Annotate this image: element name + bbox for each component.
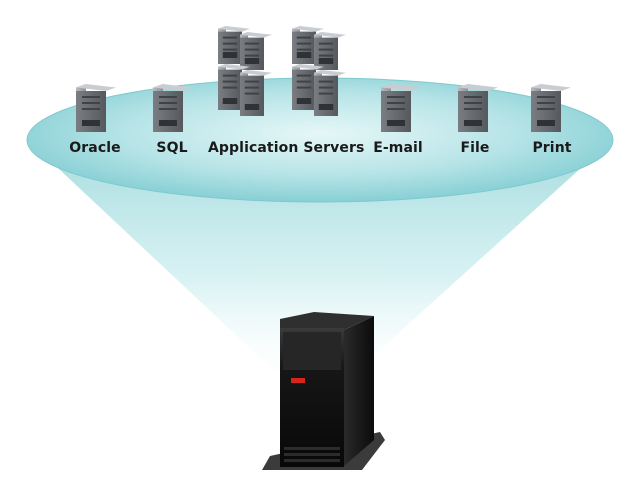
tower-server-icon-file <box>458 84 498 132</box>
tower-server-icon-sql <box>153 84 193 132</box>
mainframe-server-icon <box>280 312 374 467</box>
tower-server-icon-oracle <box>76 84 116 132</box>
tower-server-icon-print <box>531 84 571 132</box>
label-email: E-mail <box>373 140 423 156</box>
label-application-servers: Application Servers <box>208 140 365 156</box>
label-oracle: Oracle <box>69 140 121 156</box>
server-rack-cluster-icon-left-unit <box>218 26 250 65</box>
label-file: File <box>460 140 490 156</box>
server-rack-cluster-icon-right-unit <box>292 26 324 65</box>
server-rack-cluster-icon-left-unit <box>218 64 250 110</box>
mainframe-accent-light <box>291 378 305 383</box>
server-rack-cluster-icon-left-unit <box>240 32 272 70</box>
server-rack-cluster-icon-right-unit <box>292 64 324 110</box>
server-rack-cluster-icon-right-unit <box>314 70 346 116</box>
consolidation-beam <box>28 140 612 395</box>
label-sql: SQL <box>156 140 188 156</box>
server-rack-cluster-icon-right-unit <box>314 32 346 70</box>
label-print: Print <box>532 140 572 156</box>
tower-server-icon-email <box>381 84 421 132</box>
server-rack-cluster-icon-left-unit <box>240 70 272 116</box>
